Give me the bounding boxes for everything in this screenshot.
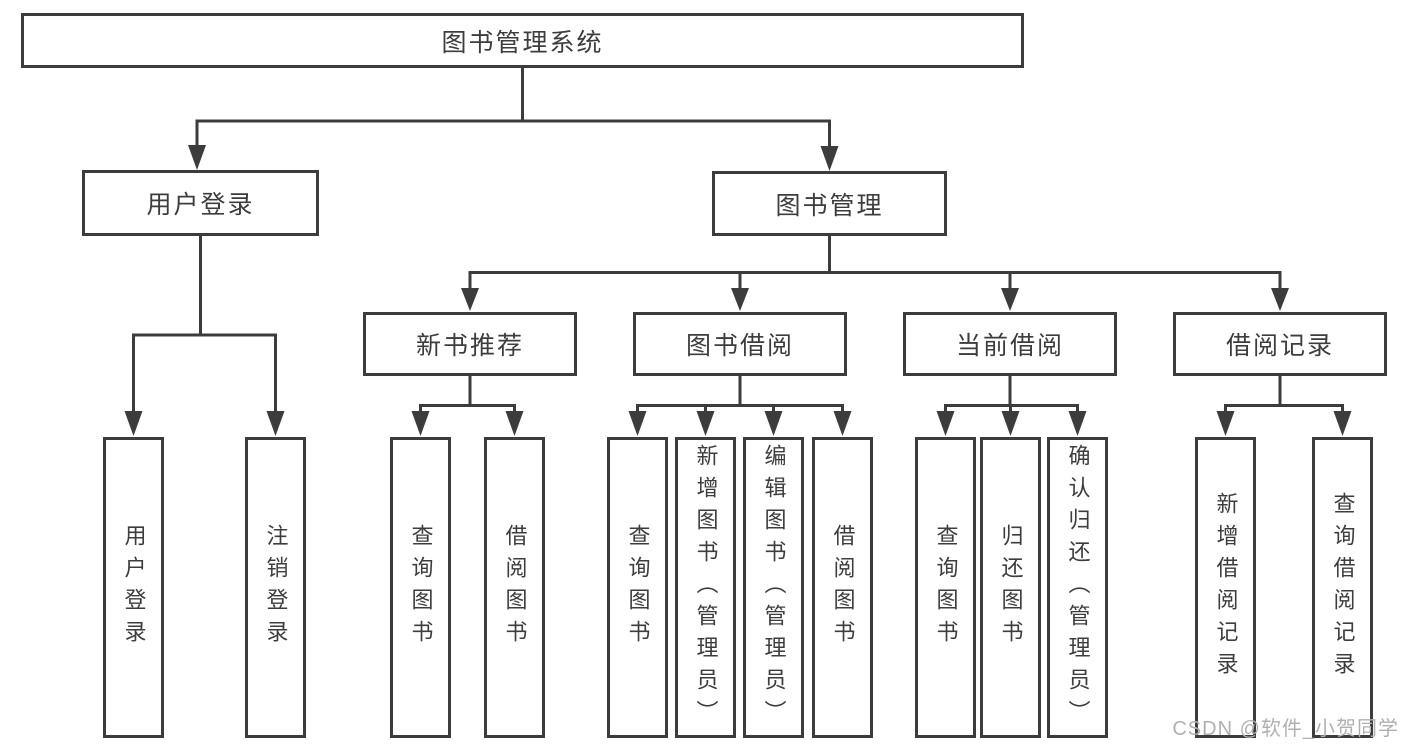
node-borrowing-records-label: 借阅记录 (1225, 332, 1334, 360)
leaf-nbr-borrow-books-label: 借阅图书 (502, 523, 528, 652)
leaf-bb-borrow-books-label: 借阅图书 (830, 523, 856, 652)
arrowhead-bb-borrow-books (833, 411, 852, 436)
leaf-cb-query-books: 查询图书 (915, 437, 976, 738)
leaf-bb-add-books: 新增图书（管理员） (675, 437, 736, 738)
arrowhead-user-login (188, 145, 206, 170)
node-book-management-label: 图书管理 (775, 191, 884, 220)
node-book-borrowing: 图书借阅 (633, 312, 847, 376)
node-current-borrowing: 当前借阅 (903, 312, 1117, 376)
leaf-nbr-query-books: 查询图书 (390, 437, 451, 738)
leaf-cb-return-books: 归还图书 (980, 437, 1041, 738)
arrowhead-bb-edit-books (764, 411, 783, 436)
arrowhead-current-borrowing (1001, 288, 1019, 311)
arrowhead-nbr-borrow-books (505, 411, 524, 436)
leaf-logout: 注销登录 (245, 437, 306, 738)
arrowhead-book-management (820, 146, 839, 171)
leaf-bb-edit-books: 编辑图书（管理员） (743, 437, 804, 738)
leaf-cb-return-books-label: 归还图书 (998, 523, 1024, 652)
leaf-logout-label: 注销登录 (263, 523, 289, 652)
node-new-book-recommendation-label: 新书推荐 (415, 332, 524, 360)
arrowhead-book-borrowing (731, 288, 749, 311)
arrowhead-leaf-user-login (124, 411, 143, 436)
leaf-br-add-record: 新增借阅记录 (1195, 437, 1256, 738)
leaf-bb-edit-books-label: 编辑图书（管理员） (761, 443, 787, 732)
arrowhead-cb-return-books (1001, 411, 1020, 436)
leaf-br-add-record-label: 新增借阅记录 (1213, 491, 1239, 684)
arrowhead-nbr-query-books (411, 411, 430, 436)
leaf-br-query-record-label: 查询借阅记录 (1330, 491, 1356, 684)
leaf-br-query-record: 查询借阅记录 (1312, 437, 1373, 738)
leaf-bb-borrow-books: 借阅图书 (812, 437, 873, 738)
leaf-bb-query-books-label: 查询图书 (625, 523, 651, 652)
arrowhead-cb-query-books (936, 411, 955, 436)
node-current-borrowing-label: 当前借阅 (955, 332, 1064, 360)
leaf-nbr-borrow-books: 借阅图书 (484, 437, 545, 738)
leaf-cb-query-books-label: 查询图书 (933, 523, 959, 652)
arrowhead-borrowing-records (1271, 288, 1289, 311)
node-book-borrowing-label: 图书借阅 (685, 332, 794, 360)
leaf-cb-confirm-return: 确认归还（管理员） (1047, 437, 1108, 738)
leaf-user-login-label: 用户登录 (121, 523, 147, 652)
arrowhead-br-add-record (1216, 411, 1235, 436)
node-new-book-recommendation: 新书推荐 (363, 312, 577, 376)
leaf-cb-confirm-return-label: 确认归还（管理员） (1065, 443, 1091, 732)
node-root-label: 图书管理系统 (441, 28, 604, 57)
node-user-login: 用户登录 (82, 170, 319, 236)
arrowhead-leaf-logout (266, 411, 285, 436)
leaf-nbr-query-books-label: 查询图书 (408, 523, 434, 652)
arrowhead-new-book-recommendation (461, 288, 479, 311)
csdn-watermark: CSDN @软件_小贺同学 (1172, 718, 1399, 740)
arrowhead-bb-query-books (628, 411, 647, 436)
leaf-user-login: 用户登录 (103, 437, 164, 738)
node-book-management: 图书管理 (712, 171, 947, 236)
leaf-bb-add-books-label: 新增图书（管理员） (693, 443, 719, 732)
arrowhead-cb-confirm-return (1068, 411, 1087, 436)
node-user-login-label: 用户登录 (146, 191, 255, 219)
leaf-bb-query-books: 查询图书 (607, 437, 668, 738)
node-root: 图书管理系统 (21, 13, 1024, 68)
arrowhead-br-query-record (1333, 411, 1352, 436)
arrowhead-bb-add-books (696, 411, 715, 436)
node-borrowing-records: 借阅记录 (1173, 312, 1387, 376)
